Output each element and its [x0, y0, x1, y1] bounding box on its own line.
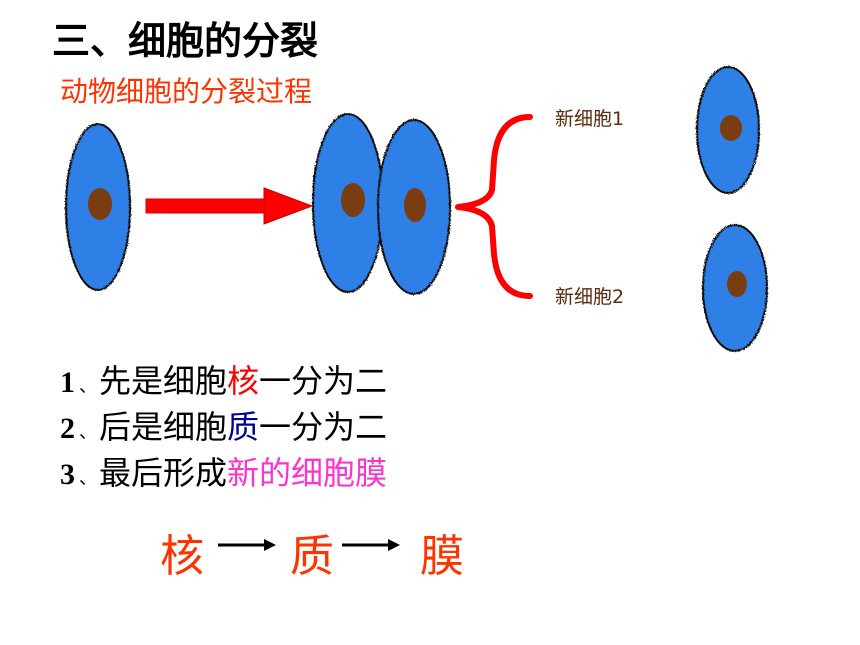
- page-title: 三、细胞的分裂: [52, 19, 319, 63]
- step-1: 1、先是细胞核一分为二: [60, 356, 387, 402]
- step-3: 3、最后形成新的细胞膜: [60, 448, 387, 494]
- step-text: 先是细胞: [99, 362, 228, 400]
- sequence-membrane: 膜: [420, 531, 464, 582]
- nucleus: [341, 183, 365, 217]
- sequence-cytoplasm: 质: [290, 531, 334, 582]
- step-text: 一分为二: [259, 408, 388, 446]
- step-separator: 、: [79, 422, 97, 443]
- nucleus: [727, 271, 747, 297]
- step-number: 3: [60, 458, 75, 491]
- step-text: 后是细胞: [99, 408, 228, 446]
- original-cell: [65, 123, 131, 291]
- sequence-arrow-1: [218, 539, 276, 551]
- nucleus: [720, 115, 742, 141]
- dividing-cell: [312, 113, 451, 295]
- new-cell-2: [702, 224, 768, 352]
- step-separator: 、: [79, 468, 97, 489]
- subtitle: 动物细胞的分裂过程: [60, 75, 313, 108]
- process-arrow: [145, 187, 314, 225]
- nucleus: [88, 188, 112, 220]
- new-cell-2-label: 新细胞2: [555, 286, 625, 308]
- step-2: 2、后是细胞质一分为二: [60, 402, 387, 448]
- step-text: 最后形成: [99, 454, 228, 492]
- step-text: 一分为二: [259, 362, 388, 400]
- step-number: 1: [60, 366, 75, 399]
- nucleus: [404, 188, 426, 222]
- sequence-arrow-2: [342, 539, 400, 551]
- brace: [455, 114, 533, 299]
- step-highlight: 新的细胞膜: [227, 454, 388, 492]
- sequence-nucleus: 核: [160, 531, 204, 582]
- new-cell-1-label: 新细胞1: [555, 108, 625, 130]
- step-highlight: 核: [227, 362, 260, 400]
- step-number: 2: [60, 412, 75, 445]
- step-separator: 、: [79, 376, 97, 397]
- new-cell-1: [696, 66, 760, 194]
- step-highlight: 质: [227, 408, 260, 446]
